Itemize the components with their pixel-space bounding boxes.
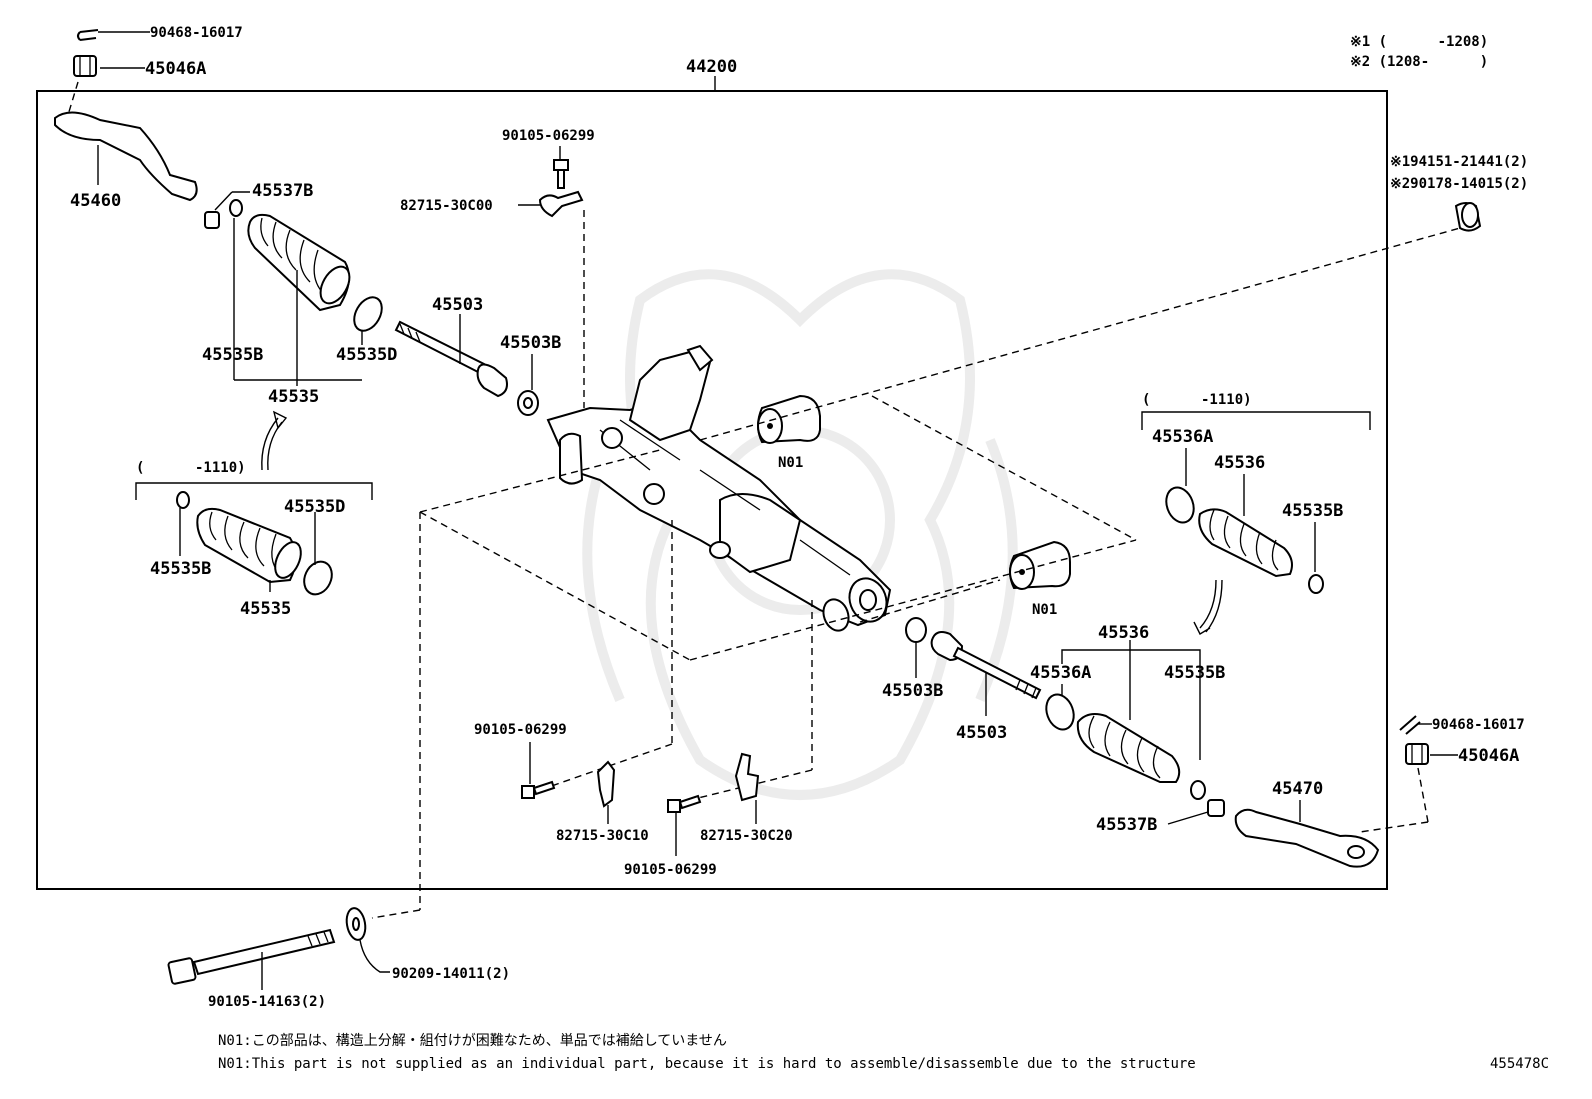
lock-nut-right: [1207, 799, 1225, 817]
label-45535b-right-lower[interactable]: 45535B: [1164, 663, 1225, 683]
label-82715-30c10[interactable]: 82715-30C10: [556, 828, 649, 844]
footnote-japanese: N01:この部品は、構造上分解・組付けが困難なため、単品では補給していません: [218, 1033, 727, 1049]
label-45537b-right[interactable]: 45537B: [1096, 815, 1157, 835]
lock-nut-left: [204, 211, 220, 229]
boot-clamp-small-right-upper: [1308, 574, 1324, 594]
label-90105-06299-mid[interactable]: 90105-06299: [474, 722, 567, 738]
assembly-frame: [36, 90, 1388, 890]
label-45536a-lower[interactable]: 45536A: [1030, 663, 1091, 683]
bushing-washer-right: [1454, 202, 1482, 232]
effectivity-note-2: ※2 (1208- ): [1350, 54, 1488, 70]
boot-clamp-small-upper-left: [229, 199, 243, 217]
boot-clamp-small-right-lower: [1190, 780, 1206, 800]
label-45535d-upper[interactable]: 45535D: [336, 345, 397, 365]
castle-nut-top-left: [73, 55, 97, 77]
label-82715-30c00[interactable]: 82715-30C00: [400, 198, 493, 214]
label-45535b-upper[interactable]: 45535B: [202, 345, 263, 365]
boot-clamp-large-right-lower: [1045, 693, 1075, 731]
label-45536a-upper[interactable]: 45536A: [1152, 427, 1213, 447]
boot-clamp-large-right-upper: [1165, 486, 1195, 524]
bolt-90105-top: [553, 159, 569, 189]
steering-boot-right-upper: [1198, 508, 1293, 578]
label-n01-lower[interactable]: N01: [1032, 602, 1057, 618]
long-bolt-90105-14163: [167, 928, 336, 985]
bolt-90105-mid: [521, 780, 556, 799]
bracket-82715-30c00: [538, 190, 584, 218]
steering-rack-housing: [546, 344, 892, 632]
label-45535-lower[interactable]: 45535: [240, 599, 291, 619]
assembly-number-label: 44200: [686, 57, 737, 77]
effectivity-note-1: ※1 ( -1208): [1350, 34, 1488, 50]
inner-tie-rod-upper: [394, 320, 508, 398]
steering-boot-right-lower: [1076, 713, 1181, 783]
conditional-note-right: ( -1110): [1142, 392, 1252, 408]
label-45537b-top[interactable]: 45537B: [252, 181, 313, 201]
boot-clamp-large-upper-left: [353, 296, 383, 332]
label-90468-16017-top[interactable]: 90468-16017: [150, 25, 243, 41]
tie-rod-end-left: [54, 111, 198, 202]
bracket-82715-30c10: [596, 760, 616, 808]
conditional-note-left: ( -1110): [136, 460, 246, 476]
inner-tie-rod-lower: [930, 631, 1042, 700]
label-45535b-right-upper[interactable]: 45535B: [1282, 501, 1343, 521]
steering-boot-lower-left: [196, 507, 302, 584]
label-90105-06299-bottom[interactable]: 90105-06299: [624, 862, 717, 878]
castle-nut-right: [1405, 743, 1429, 765]
label-90105-06299-top[interactable]: 90105-06299: [502, 128, 595, 144]
claw-washer-lower: [905, 617, 927, 643]
label-90209-14011[interactable]: 90209-14011(2): [392, 966, 510, 982]
label-90178-14015[interactable]: ※290178-14015(2): [1390, 176, 1528, 192]
label-45535b-lower[interactable]: 45535B: [150, 559, 211, 579]
footnote-english: N01:This part is not supplied as an indi…: [218, 1056, 1196, 1072]
label-45503-upper[interactable]: 45503: [432, 295, 483, 315]
bushing-n01-lower: [1009, 540, 1071, 590]
label-90105-14163[interactable]: 90105-14163(2): [208, 994, 326, 1010]
label-45503-lower[interactable]: 45503: [956, 723, 1007, 743]
label-45536-upper[interactable]: 45536: [1214, 453, 1265, 473]
tie-rod-end-right: [1234, 808, 1380, 868]
label-45470[interactable]: 45470: [1272, 779, 1323, 799]
washer-90209-14011: [345, 907, 367, 941]
label-45460[interactable]: 45460: [70, 191, 121, 211]
bushing-n01-upper: [757, 394, 821, 444]
label-45503b-lower[interactable]: 45503B: [882, 681, 943, 701]
label-45536-lower[interactable]: 45536: [1098, 623, 1149, 643]
boot-clamp-small-lower-left: [176, 491, 190, 509]
bolt-90105-bottom: [667, 794, 702, 813]
label-45046a-top[interactable]: 45046A: [145, 59, 206, 79]
label-45535d-lower[interactable]: 45535D: [284, 497, 345, 517]
cotter-pin-right: [1399, 715, 1421, 735]
boot-clamp-large-lower-left: [303, 560, 333, 596]
label-94151-21441[interactable]: ※194151-21441(2): [1390, 154, 1528, 170]
alternate-arrow-left: [261, 410, 288, 471]
label-82715-30c20[interactable]: 82715-30C20: [700, 828, 793, 844]
cotter-pin-top-left: [77, 29, 99, 41]
steering-boot-upper-left: [247, 213, 351, 312]
label-45503b-upper[interactable]: 45503B: [500, 333, 561, 353]
label-45046a-right[interactable]: 45046A: [1458, 746, 1519, 766]
claw-washer-upper: [517, 390, 539, 416]
alternate-arrow-right: [1193, 579, 1223, 635]
label-n01-upper[interactable]: N01: [778, 455, 803, 471]
label-45535-upper[interactable]: 45535: [268, 387, 319, 407]
drawing-code: 455478C: [1490, 1056, 1549, 1072]
bracket-82715-30c20: [734, 752, 760, 802]
label-90468-16017-right[interactable]: 90468-16017: [1432, 717, 1525, 733]
